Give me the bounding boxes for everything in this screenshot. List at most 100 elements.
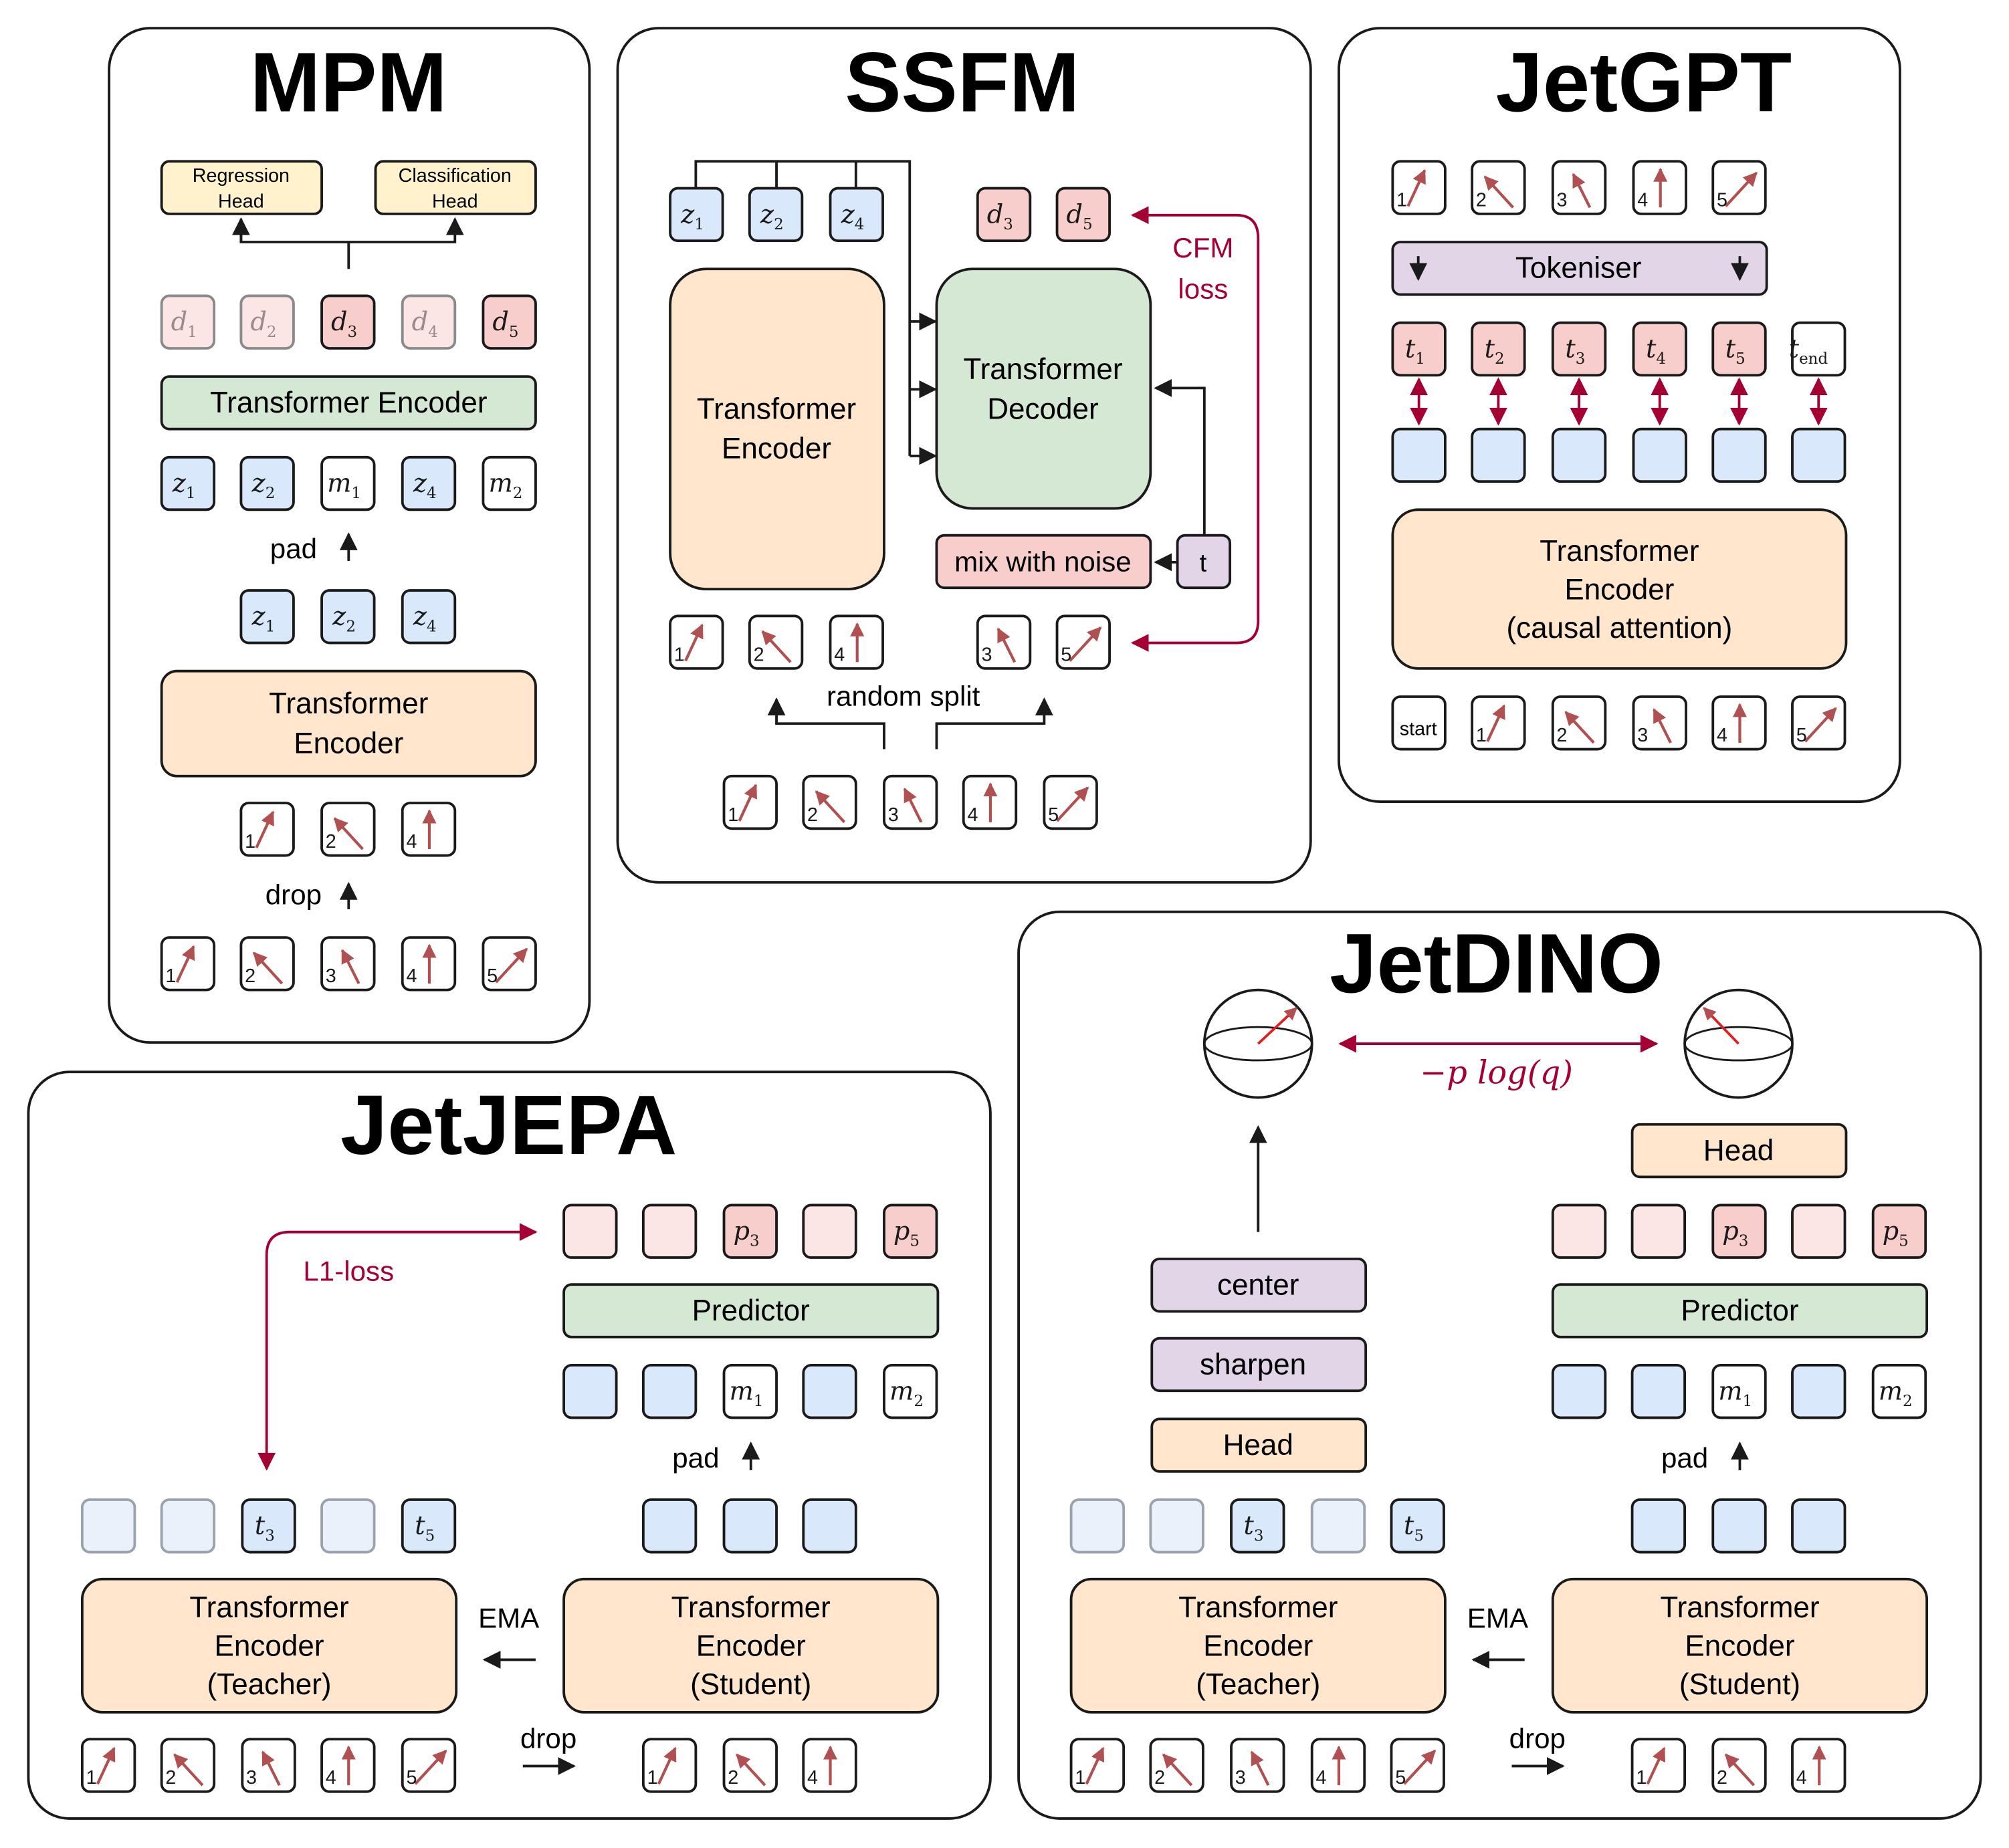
jetgpt-token-links <box>1410 377 1828 426</box>
mpm-kept-particle-label: 1 <box>245 831 255 852</box>
jetdino-student-particle-label: 4 <box>1796 1767 1807 1788</box>
ssfm-context-particle <box>669 614 724 670</box>
mpm-padded-token-label: z1 <box>172 469 196 503</box>
jetjepa-teacher-particle-label: 2 <box>165 1767 176 1788</box>
classification-head-label-1: Classification <box>399 165 512 187</box>
ssfm-all-particle-label: 2 <box>807 804 818 826</box>
jetgpt-input-particle-label: 4 <box>1637 189 1648 211</box>
jetjepa-teacher-particle-label: 4 <box>326 1767 336 1788</box>
jetgpt-transformer-encoder <box>1391 508 1848 670</box>
ssfm-context-token-label: z4 <box>841 199 865 233</box>
jetgpt-input-particle-label: 1 <box>1396 189 1407 211</box>
jetjepa-student-tokens <box>641 1498 857 1554</box>
particle-arrow-icon <box>1406 168 1426 207</box>
jetdino-teacher-particle-label: 5 <box>1395 1767 1406 1788</box>
particle-arrow-icon <box>340 949 360 985</box>
particle-arrow-icon <box>173 1753 204 1786</box>
jetdino-student-tokens <box>1630 1498 1846 1554</box>
ssfm-all-particle-label: 5 <box>1048 804 1059 826</box>
mpm-pad-label: pad <box>270 533 317 564</box>
jetdino-student-particle <box>1630 1738 1687 1793</box>
particle-arrow-icon <box>1646 1746 1666 1785</box>
jetjepa-teacher-token <box>80 1498 136 1554</box>
jetdino-padded-token <box>1791 1363 1846 1419</box>
ssfm-random-split-label: random split <box>827 680 980 711</box>
ssfm-transformer-encoder <box>669 267 885 591</box>
jetdino-padded-token <box>1551 1363 1607 1419</box>
jetgpt-title: JetGPT <box>1496 35 1792 130</box>
particle-arrow-icon <box>1055 786 1089 822</box>
jetjepa-padded-token <box>883 1363 938 1419</box>
jetdino-student-particle-label: 1 <box>1636 1767 1647 1788</box>
mpm-padded-token <box>401 455 457 511</box>
jetjepa-pred-token <box>641 1203 698 1259</box>
jetjepa-l1-loss-label: L1-loss <box>303 1255 394 1286</box>
classification-head-label-2: Head <box>432 191 478 212</box>
particle-arrow-icon <box>495 947 528 984</box>
jetdino-teacher-token <box>1390 1498 1445 1554</box>
jetjepa-title: JetJEPA <box>340 1078 677 1172</box>
jetjepa-drop-label: drop <box>520 1723 576 1754</box>
jetjepa-teacher-token <box>320 1498 376 1554</box>
jetgpt-shifted-particle <box>1471 695 1526 751</box>
jetdino-padded-token <box>1630 1363 1687 1419</box>
mpm-latent-token <box>401 589 457 645</box>
jetdino-pred-token <box>1791 1203 1846 1259</box>
particle-arrow-icon <box>761 630 792 663</box>
particle-arrow-icon <box>815 790 846 824</box>
jetgpt-output-token <box>1791 427 1846 483</box>
jetdino-teacher-particle-label: 3 <box>1235 1767 1246 1788</box>
jetdino-teacher-label-1: Transformer <box>1178 1591 1338 1624</box>
mpm-kept-particle-label: 4 <box>406 831 417 852</box>
jetjepa-pred-token <box>562 1203 618 1259</box>
jetjepa-panel <box>27 1070 992 1820</box>
jetdino-center-label: center <box>1217 1269 1299 1302</box>
jetgpt-output-token <box>1391 427 1447 483</box>
jetjepa-padded-token <box>722 1363 778 1419</box>
jetgpt-token <box>1632 321 1687 377</box>
mpm-padded-token-label: m2 <box>488 469 522 503</box>
ssfm-target-token <box>1055 187 1111 243</box>
ssfm-time-to-decoder-arrow <box>1154 378 1206 536</box>
ssfm-all-particle-label: 1 <box>728 804 738 826</box>
particle-arrow-icon <box>252 951 284 985</box>
ssfm-encoder-label-2: Encoder <box>722 433 831 465</box>
jetdino-panel <box>1017 910 1982 1820</box>
mpm-decoded-token <box>482 294 537 350</box>
particle-arrow-icon <box>1085 1746 1105 1785</box>
mpm-kept-particle <box>239 802 295 857</box>
jetgpt-shifted-particle-label: 4 <box>1717 725 1727 746</box>
jetjepa-predictor <box>562 1283 940 1339</box>
jetjepa-padded-token <box>641 1363 698 1419</box>
ssfm-time-label: t <box>1200 548 1207 577</box>
jetjepa-student-label-1: Transformer <box>671 1591 831 1624</box>
jetgpt-token <box>1471 321 1526 377</box>
particle-arrow-icon <box>738 784 758 822</box>
jetgpt-output-token <box>1711 427 1767 483</box>
jetgpt-shifted-particle-label: 5 <box>1796 725 1807 746</box>
jetjepa-student-token <box>722 1498 778 1554</box>
particle-arrow-icon <box>684 623 704 662</box>
jetgpt-token-label: t1 <box>1405 334 1425 368</box>
mpm-decoded-token-label: d4 <box>412 307 438 341</box>
jetjepa-student-particle-label: 4 <box>807 1767 818 1788</box>
regression-head-label-1: Regression <box>193 165 290 187</box>
jetdino-ema-label: EMA <box>1467 1603 1529 1634</box>
jetdino-student-token <box>1791 1498 1846 1554</box>
jetjepa-teacher-particle <box>80 1738 136 1793</box>
particle-arrow-icon <box>1483 175 1514 209</box>
jetdino-student-head <box>1630 1123 1848 1179</box>
mpm-all-particle-label: 3 <box>326 965 336 987</box>
jetdino-student-label-1: Transformer <box>1660 1591 1819 1624</box>
mpm-all-particle <box>160 936 216 992</box>
ssfm-all-particle-label: 4 <box>967 804 978 826</box>
